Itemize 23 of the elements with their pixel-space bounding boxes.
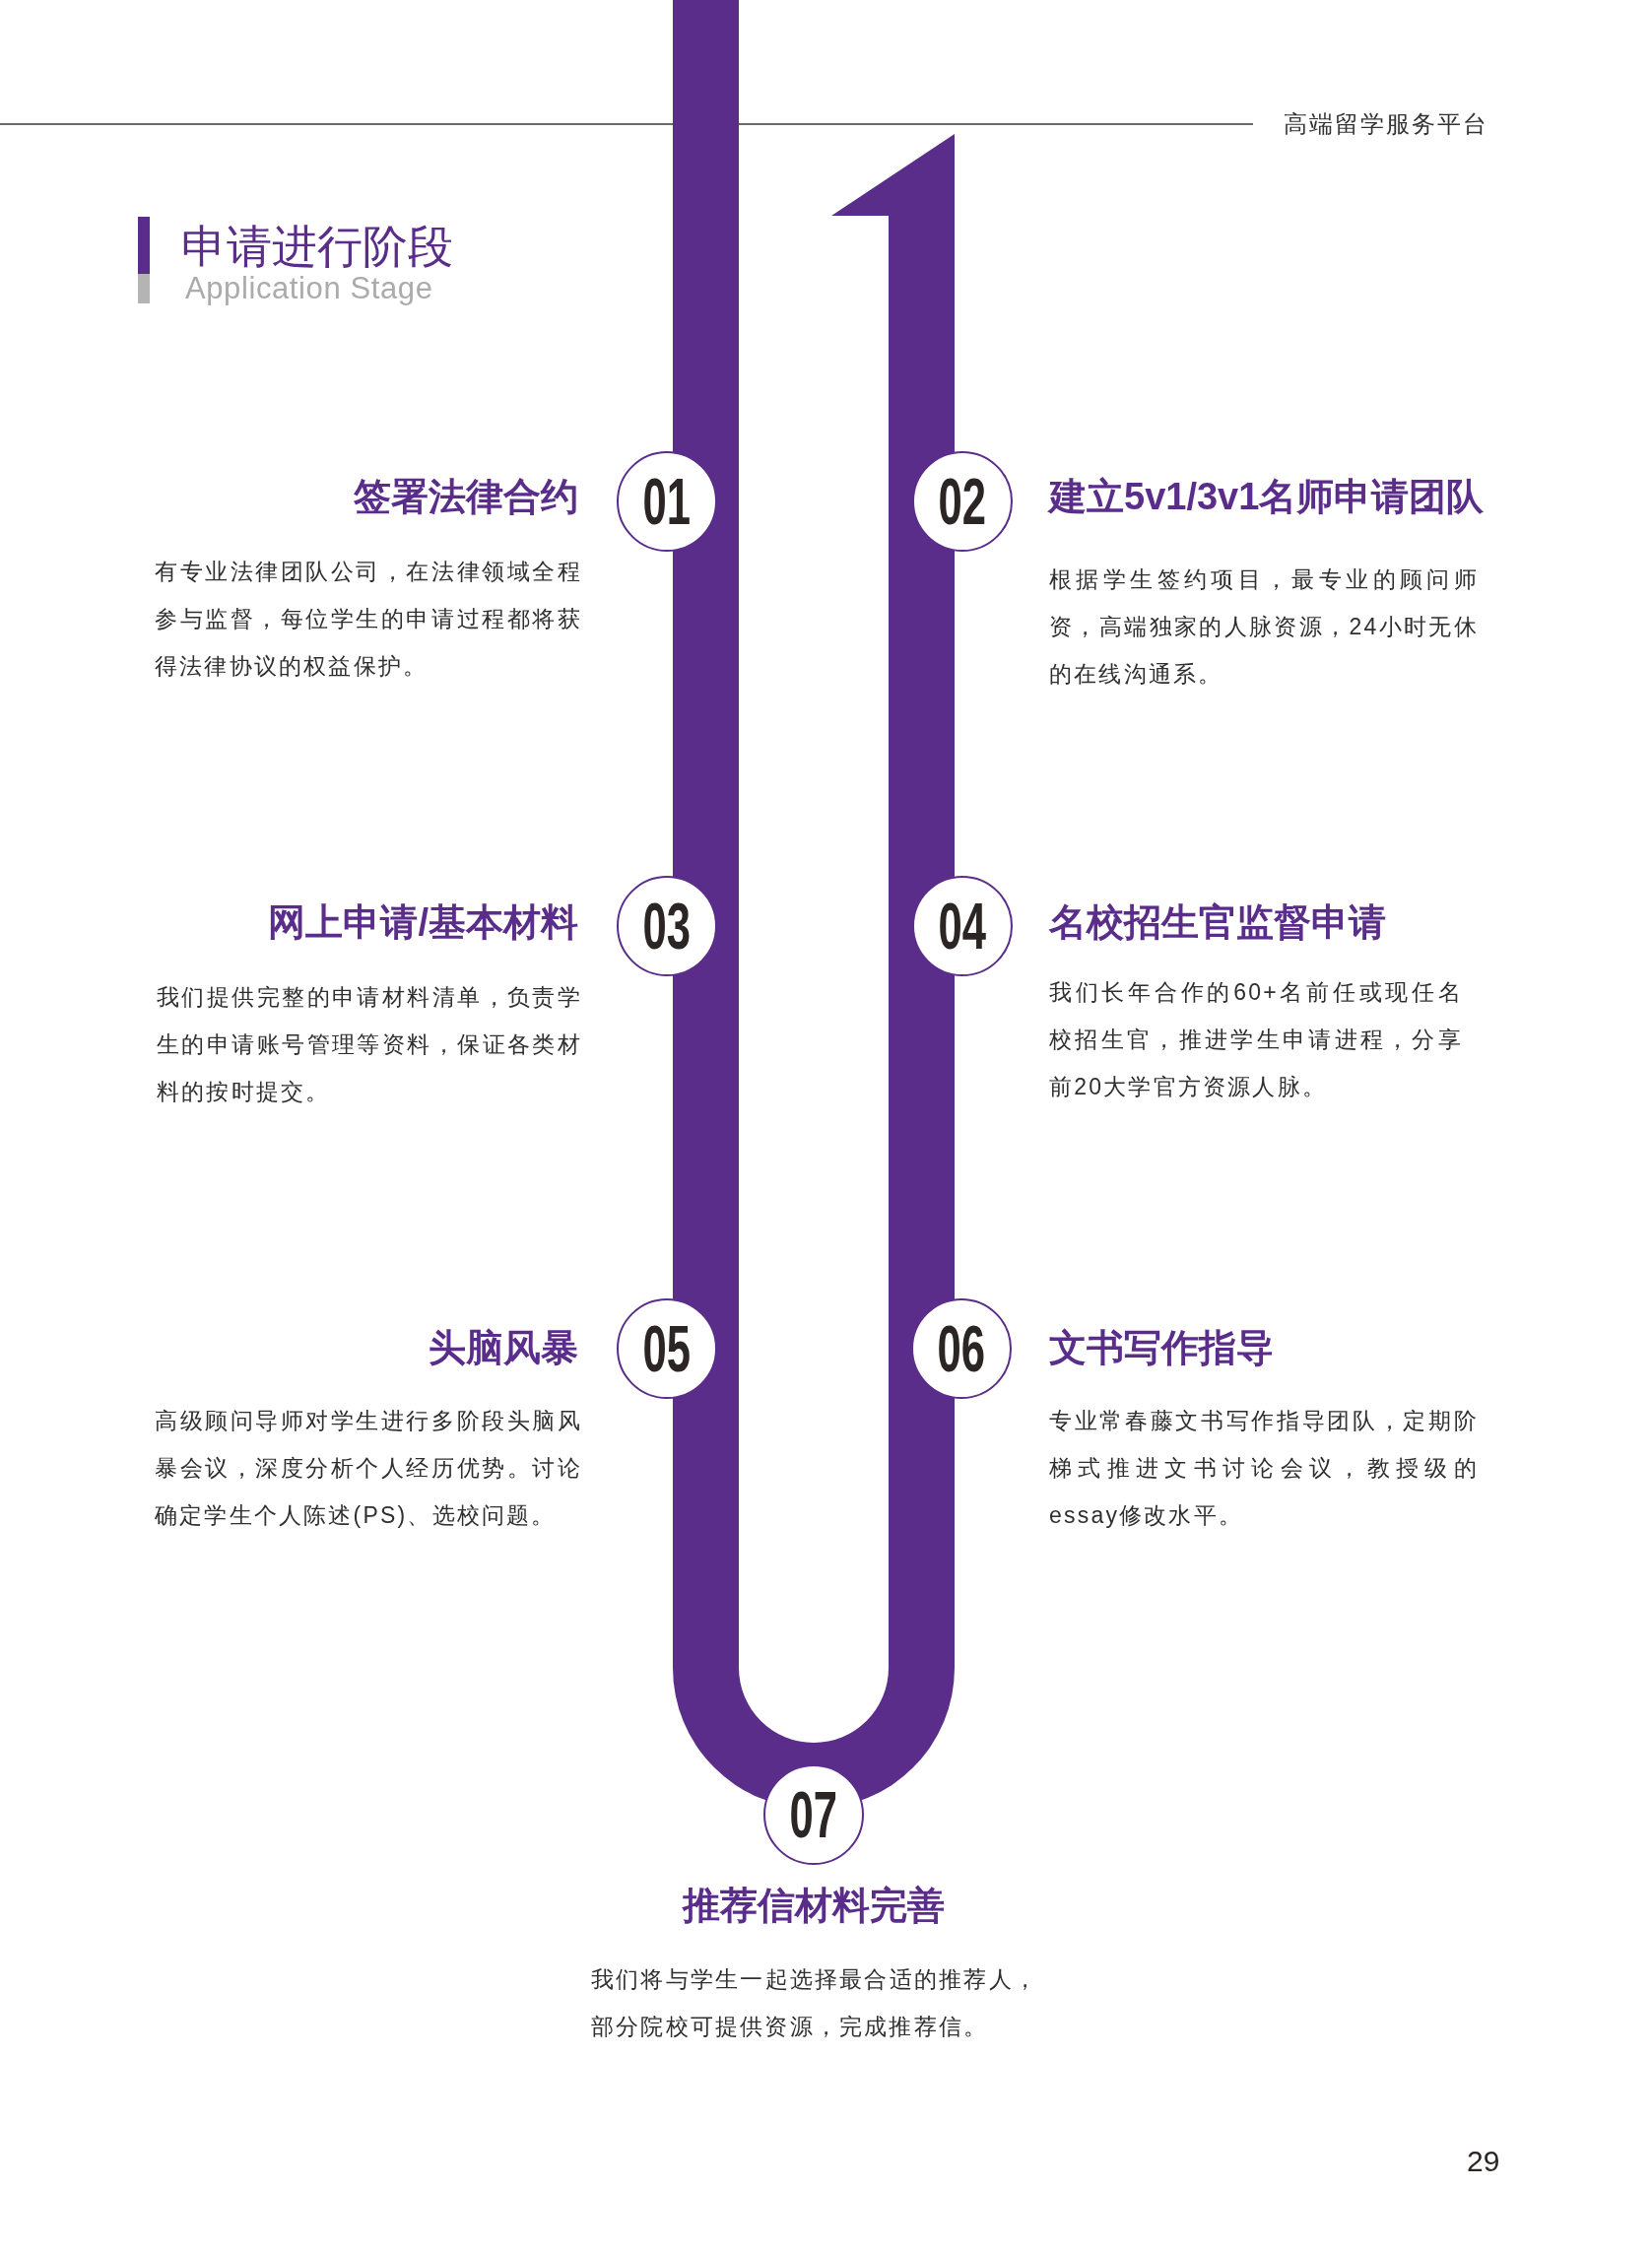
header-text: 高端留学服务平台 (1284, 109, 1488, 139)
step-heading: 签署法律合约 (354, 475, 578, 519)
step-heading: 名校招生官监督申请 (1049, 900, 1386, 945)
number-circle: 03 (617, 876, 717, 976)
page-number: 29 (1467, 2144, 1500, 2179)
step-description: 有专业法律团队公司，在法律领域全程参与监督，每位学生的申请过程都将获得法律协议的权益保护。 (155, 558, 582, 681)
number-circle: 06 (911, 1298, 1012, 1399)
number-circle: 01 (617, 451, 717, 552)
step-heading: 文书写作指导 (1049, 1326, 1274, 1370)
step-heading: 推荐信材料完善 (683, 1884, 945, 1928)
step-description: 我们提供完整的申请材料清单，负责学生的申请账号管理等资料，保证各类材料的按时提交。 (157, 983, 582, 1106)
step-description: 我们将与学生一起选择最合适的推荐人，部分院校可提供资源，完成推荐信。 (591, 1965, 1038, 2041)
step-heading: 头脑风暴 (429, 1326, 578, 1370)
step-heading: 网上申请/基本材料 (268, 900, 578, 945)
step-description: 我们长年合作的60+名前任或现任名校招生官，推进学生申请进程，分享前20大学官方资源人脉。 (1049, 978, 1463, 1101)
step-heading: 建立5v1/3v1名师申请团队 (1049, 475, 1485, 519)
number-circle: 05 (617, 1298, 717, 1399)
step-description: 高级顾问导师对学生进行多阶段头脑风暴会议，深度分析个人经历优势。讨论确定学生个人陈述(PS)、选校问题。 (155, 1407, 582, 1530)
number-circle: 02 (912, 451, 1013, 552)
step-description: 根据学生签约项目，最专业的顾问师资，高端独家的人脉资源，24小时无休的在线沟通系。 (1049, 565, 1479, 689)
step-description: 专业常春藤文书写作指导团队，定期阶梯式推进文书讨论会议，教授级的essay修改水平。 (1049, 1407, 1479, 1530)
number-circle: 04 (912, 876, 1013, 976)
number-circle: 07 (763, 1764, 864, 1865)
